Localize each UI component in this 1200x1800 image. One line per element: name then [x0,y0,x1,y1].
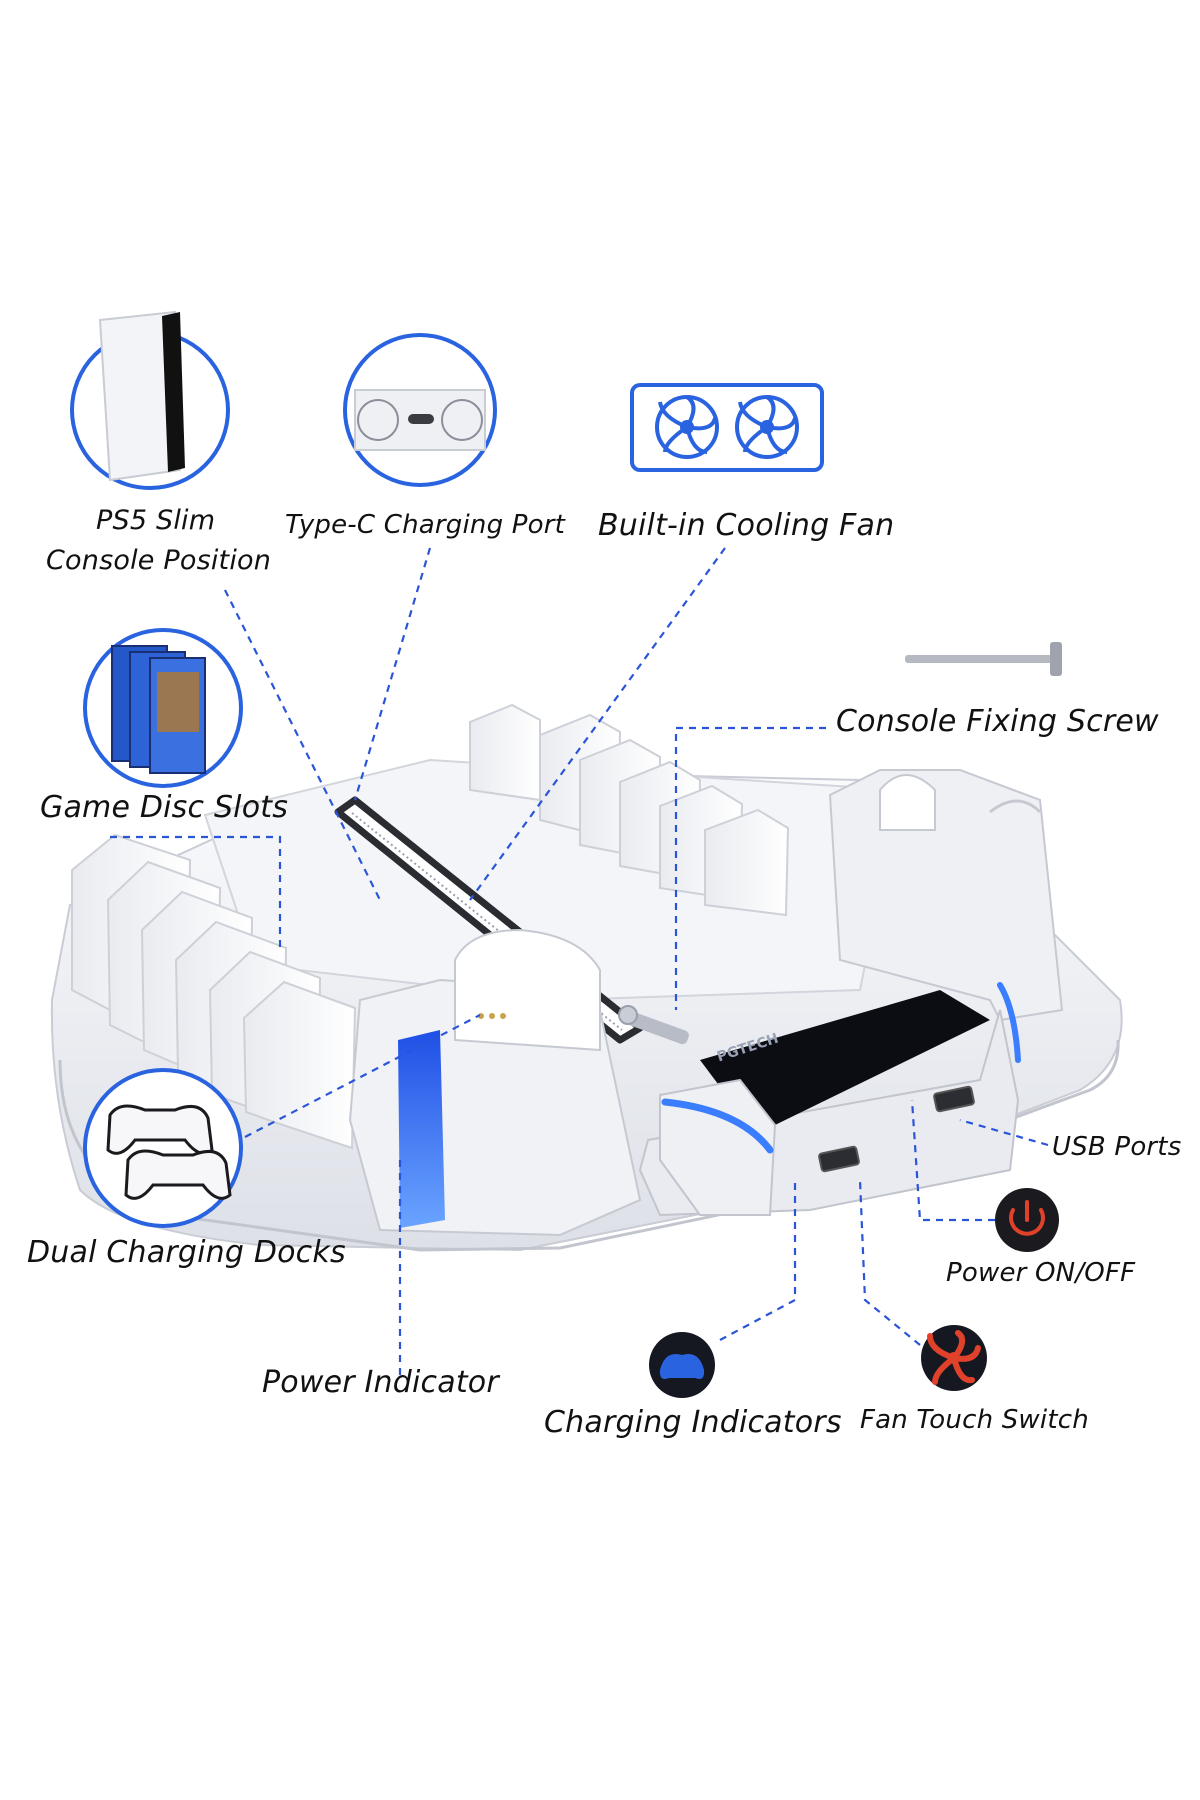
installed-fixing-screw [618,1005,689,1045]
back-disc-slots [469,703,790,917]
fixing-screw-image [905,642,1062,676]
usb-ports-label: USB Ports [1052,1132,1182,1162]
console-position-label-line2: Console Position [46,545,272,576]
fan-switch-badge [921,1325,987,1391]
charging-docks-label: Dual Charging Docks [27,1235,346,1270]
console-position-badge [70,310,230,490]
charging-indicators-label: Charging Indicators [544,1405,842,1440]
power-indicator-label: Power Indicator [262,1365,499,1400]
charging-docks-badge [83,1068,243,1228]
disc-slots-label: Game Disc Slots [40,790,289,825]
console-position-label-line1: PS5 Slim [96,505,216,536]
typec-port-badge [343,333,497,487]
cooling-fan-badge [630,383,824,472]
cooling-fan-label: Built-in Cooling Fan [598,508,895,543]
control-panel [638,990,1020,1217]
right-charging-dock [828,769,1064,1063]
power-button-badge [995,1188,1059,1252]
left-disc-slots [71,833,357,1150]
disc-slots-badge [83,628,243,788]
power-switch-label: Power ON/OFF [946,1258,1136,1288]
fixing-screw-label: Console Fixing Screw [836,704,1159,739]
fan-switch-label: Fan Touch Switch [860,1405,1089,1435]
controller-charging-badge [649,1332,715,1398]
typec-port-label: Type-C Charging Port [285,510,566,540]
leader-lines [110,547,1049,1375]
